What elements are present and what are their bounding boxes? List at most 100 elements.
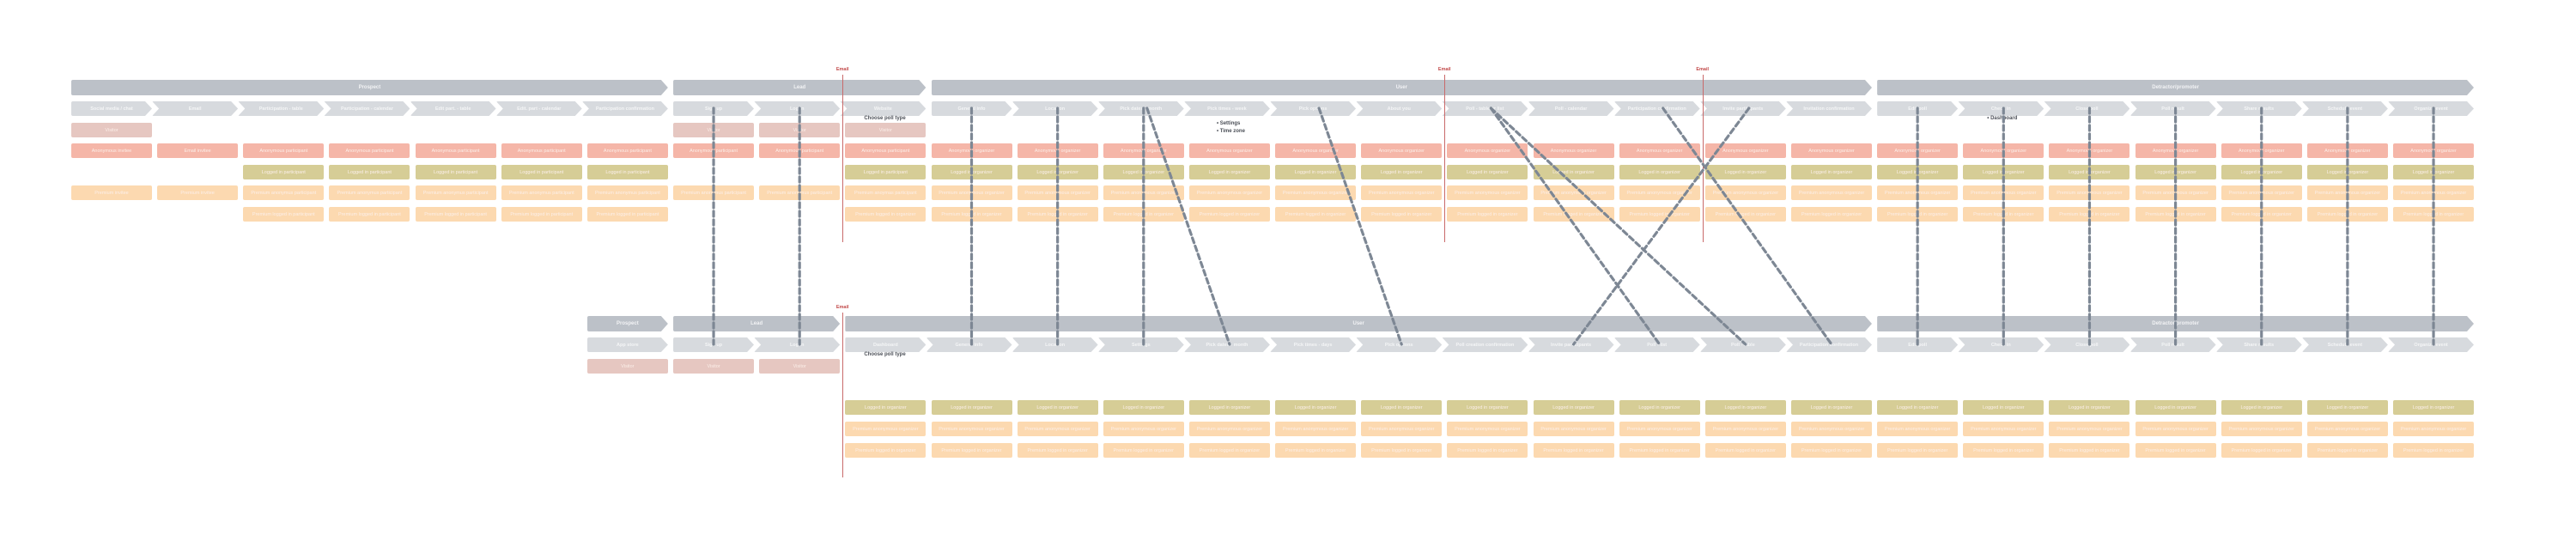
step-share-results[interactable]: Share results: [2216, 337, 2302, 352]
step-log-in[interactable]: Log in: [754, 101, 840, 116]
persona-card-logged: Logged in organizer: [931, 165, 1012, 179]
persona-card-prem-anon: Premium anonymous organizer: [1361, 422, 1443, 436]
step-edit-poll[interactable]: Edit poll: [1877, 101, 1958, 116]
step-poll-table-or-list[interactable]: Poll - table or list: [1442, 101, 1528, 116]
step-participation-confirmation[interactable]: Participation confirmation: [1614, 101, 1700, 116]
persona-card-logged: Logged in organizer: [1704, 400, 1786, 415]
step-participation-table[interactable]: Participation - table: [238, 101, 324, 116]
step-sign-up[interactable]: Sign up: [673, 101, 754, 116]
step-close-poll[interactable]: Close poll: [2044, 337, 2129, 352]
persona-card-prem-logged: Premium logged in organizer: [2135, 207, 2216, 222]
step-general-info[interactable]: General info: [932, 101, 1012, 116]
step-check-in[interactable]: Check in: [1958, 337, 2044, 352]
persona-card-prem-logged: Premium logged in organizer: [1361, 443, 1443, 458]
step-general-info[interactable]: General info: [927, 337, 1012, 352]
persona-card-prem-logged: Premium logged in organizer: [1877, 207, 1959, 222]
step-invite-participants[interactable]: Invite participants: [1700, 101, 1786, 116]
step-participation-confirmation[interactable]: Participation confirmation: [1786, 337, 1872, 352]
step-email[interactable]: Email: [152, 101, 238, 116]
persona-card-logged: Logged in organizer: [1447, 400, 1528, 415]
stage-bar: Lead: [673, 316, 840, 331]
step-social-media-chat[interactable]: Social media / chat: [71, 101, 152, 116]
step-app-store[interactable]: App store: [587, 337, 668, 352]
step-close-poll[interactable]: Close poll: [2044, 101, 2129, 116]
persona-card-prem-anon: Premium anonymus participant: [501, 185, 582, 200]
persona-card-logged: Logged in organizer: [2049, 165, 2130, 179]
step-poll-result[interactable]: Poll result: [2130, 337, 2216, 352]
persona-card-prem-anon: Premium anonymous organizer: [1533, 185, 1614, 200]
persona-card-prem-logged: Premium logged in organizer: [931, 443, 1012, 458]
persona-card-logged: Logged in organizer: [1017, 400, 1098, 415]
step-organize-event[interactable]: Organize event: [2388, 101, 2474, 116]
persona-card-anon: Anonymous organizer: [2135, 143, 2216, 158]
step-schedule-event[interactable]: Schedule event: [2302, 101, 2388, 116]
persona-card-prem-logged: Premium logged in organizer: [1533, 443, 1614, 458]
step-location[interactable]: Location: [1012, 101, 1098, 116]
persona-card-prem-anon: Premium anonymous organizer: [1533, 422, 1614, 436]
persona-card-prem-logged: Premium logged in organizer: [1017, 443, 1098, 458]
persona-card-prem-anon: Premium anonymous organizer: [1275, 422, 1357, 436]
persona-card-prem-anon: Premium anonymous organizer: [2049, 422, 2130, 436]
step-poll-table[interactable]: Poll - table: [1700, 337, 1786, 352]
persona-card-prem-logged: Premium logged in participant: [329, 207, 410, 222]
persona-card-logged: Logged in organizer: [1877, 400, 1959, 415]
step-about-you[interactable]: About you: [1356, 101, 1442, 116]
persona-card-prem-anon: Premium anonymus participant: [415, 185, 496, 200]
persona-card-prem-anon: Premium anonymous organizer: [1704, 185, 1786, 200]
persona-card-prem-anon: Premium anonymous organizer: [1188, 422, 1270, 436]
persona-card-logged: Logged in organizer: [931, 400, 1012, 415]
persona-card-anon: Anonymous organizer: [1533, 143, 1614, 158]
step-poll-result[interactable]: Poll result: [2130, 101, 2216, 116]
persona-card-logged: Logged in organizer: [1533, 400, 1614, 415]
step-edit-part-table[interactable]: Edit part. - table: [410, 101, 496, 116]
step-pick-dates-month[interactable]: Pick dates - month: [1184, 337, 1270, 352]
step-note: Choose poll type: [864, 352, 906, 357]
step-log-in[interactable]: Log in: [754, 337, 840, 352]
step-settings[interactable]: Settings: [1098, 337, 1184, 352]
persona-card-prem-anon: Premium anonymous organizer: [2306, 422, 2388, 436]
step-invitation-confirmation[interactable]: Invitation confirmation: [1786, 101, 1872, 116]
step-note: • Dashboard: [1987, 116, 2018, 121]
persona-card-prem-logged: Premium logged in organizer: [1017, 207, 1098, 222]
persona-card-prem-anon: Premium anonymous organizer: [2049, 185, 2130, 200]
step-dashboard[interactable]: Dashboard: [845, 337, 926, 352]
step-share-results[interactable]: Share results: [2216, 101, 2302, 116]
persona-card-anon: Anonymous organizer: [2306, 143, 2388, 158]
step-check-in[interactable]: Check in: [1958, 101, 2044, 116]
step-poll-list[interactable]: Poll - list: [1614, 337, 1700, 352]
step-pick-times-days[interactable]: Pick times - days: [1270, 337, 1356, 352]
persona-card-prem-logged: Premium logged in organizer: [1877, 443, 1959, 458]
step-organize-event[interactable]: Organize event: [2388, 337, 2474, 352]
persona-card-prem-anon: Premium anonymous organizer: [1619, 185, 1700, 200]
persona-card-prem-anon: Premium anonymous organizer: [2393, 422, 2475, 436]
persona-card-prem-anon: Premium anonymous organizer: [2221, 185, 2302, 200]
step-edit-part-calendar[interactable]: Edit. part - calendar: [496, 101, 582, 116]
step-website[interactable]: Website: [840, 101, 926, 116]
step-sign-up[interactable]: Sign up: [673, 337, 754, 352]
step-invite-participants[interactable]: Invite participants: [1528, 337, 1614, 352]
step-location[interactable]: Location: [1012, 337, 1098, 352]
persona-card-anon: Anonymous participant: [845, 143, 927, 158]
persona-card-prem-anon: Premium anonymous organizer: [931, 185, 1012, 200]
step-pick-options[interactable]: Pick options: [1270, 101, 1356, 116]
persona-card-prem-anon: Premium anonymous organizer: [1619, 422, 1700, 436]
stage-bar: Prospect: [587, 316, 668, 331]
persona-card-logged: Logged in organizer: [2306, 400, 2388, 415]
persona-card-prem-anon: Premium anonymous organizer: [1103, 185, 1184, 200]
step-poll-creation-confirmation[interactable]: Poll creation confirmation: [1442, 337, 1528, 352]
step-poll-calendar[interactable]: Poll - calendar: [1528, 101, 1614, 116]
step-edit-poll[interactable]: Edit poll: [1877, 337, 1958, 352]
persona-card-prem-logged: Premium logged in organizer: [1447, 207, 1528, 222]
step-participation-confirmation[interactable]: Participation confirmation: [582, 101, 668, 116]
step-pick-options[interactable]: Pick options: [1356, 337, 1442, 352]
email-marker-label: Email: [1437, 67, 1451, 72]
persona-card-logged: Logged in organizer: [1533, 165, 1614, 179]
persona-card-prem-anon: Premium anonymous organizer: [2221, 422, 2302, 436]
step-participation-calendar[interactable]: Participation - calendar: [324, 101, 410, 116]
step-pick-dates-month[interactable]: Pick dates - month: [1098, 101, 1184, 116]
persona-card-logged: Logged in participant: [243, 165, 325, 179]
step-pick-times-week[interactable]: Pick times - week: [1184, 101, 1270, 116]
step-schedule-event[interactable]: Schedule event: [2302, 337, 2388, 352]
persona-card-visitor: Visitor: [71, 123, 152, 137]
persona-card-prem-logged: Premium logged in organizer: [1791, 443, 1872, 458]
